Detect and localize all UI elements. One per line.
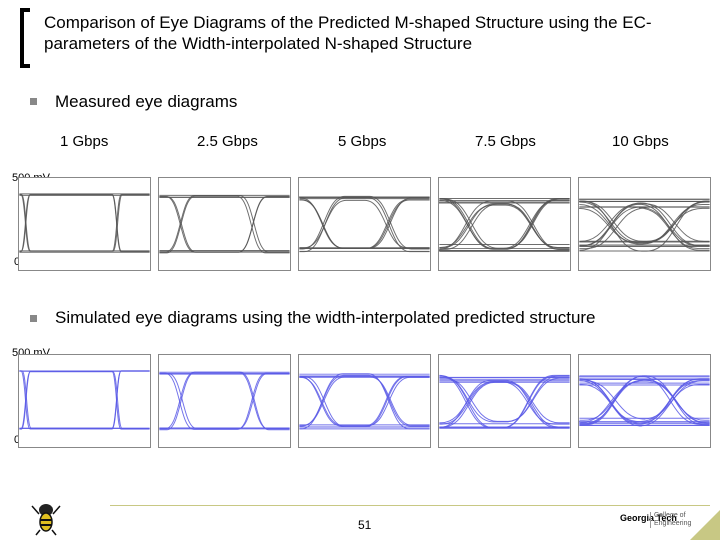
eye-trace <box>579 206 710 247</box>
eye-trace <box>579 207 710 250</box>
rate-label-4: 7.5 Gbps <box>475 133 536 150</box>
eye-trace <box>159 372 290 430</box>
eye-svg-m4 <box>439 197 570 252</box>
eye-trace <box>19 194 150 252</box>
eye-measured-2 <box>158 177 291 271</box>
yellow-jacket-mascot-icon <box>31 504 61 536</box>
eye-trace <box>579 378 710 425</box>
rate-label-5: 10 Gbps <box>612 133 669 150</box>
slide-title: Comparison of Eye Diagrams of the Predic… <box>44 13 652 53</box>
eye-svg-m3 <box>299 195 430 253</box>
eye-trace <box>19 193 150 252</box>
eye-trace <box>439 197 570 250</box>
eye-trace <box>439 198 570 250</box>
eye-trace <box>159 196 290 253</box>
eye-trace <box>439 200 570 250</box>
eye-trace <box>19 370 150 430</box>
eye-measured-5 <box>578 177 711 271</box>
eye-measured-4 <box>438 177 571 271</box>
eye-trace <box>299 197 430 253</box>
eye-trace <box>19 194 150 253</box>
eye-measured-1 <box>18 177 151 271</box>
eye-trace <box>579 202 710 247</box>
eye-trace <box>159 371 290 431</box>
eye-simulated-3 <box>298 354 431 448</box>
page-number: 51 <box>358 518 372 532</box>
eye-trace <box>299 199 430 250</box>
eye-trace <box>299 376 430 427</box>
eye-simulated-4 <box>438 354 571 448</box>
eye-trace <box>159 195 290 254</box>
eye-trace <box>579 204 710 245</box>
eye-trace <box>159 373 290 430</box>
georgia-tech-logo: Georgia Tech College of Engineering <box>620 510 712 538</box>
eye-svg-s2 <box>159 371 290 431</box>
eye-trace <box>299 374 430 427</box>
eye-trace <box>439 381 570 425</box>
eye-trace <box>579 383 710 427</box>
eye-svg-m2 <box>159 194 290 254</box>
eye-trace <box>579 381 710 424</box>
eye-svg-m1 <box>19 193 150 253</box>
eye-trace <box>299 199 430 249</box>
bullet-simulated <box>30 315 37 322</box>
measured-heading: Measured eye diagrams <box>55 92 238 111</box>
rate-label-1: 1 Gbps <box>60 133 109 150</box>
footer-rule <box>110 505 710 506</box>
eye-trace <box>299 195 430 250</box>
eye-trace <box>439 204 570 248</box>
eye-trace <box>579 203 710 243</box>
eye-trace <box>159 196 290 253</box>
eye-simulated-1 <box>18 354 151 448</box>
eye-simulated-2 <box>158 354 291 448</box>
eye-svg-s1 <box>19 370 150 430</box>
eye-trace <box>439 198 570 249</box>
eye-trace <box>299 199 430 249</box>
logo-georgia-tech: Georgia Tech <box>620 513 677 523</box>
eye-trace <box>19 371 150 429</box>
rate-label-2: 2.5 Gbps <box>197 133 258 150</box>
eye-trace <box>159 195 290 253</box>
simulated-heading: Simulated eye diagrams using the width-i… <box>55 308 596 327</box>
rate-label-3: 5 Gbps <box>338 133 387 150</box>
eye-trace <box>19 370 150 430</box>
title-bracket <box>20 8 30 68</box>
eye-svg-s4 <box>439 374 570 429</box>
eye-svg-m5 <box>579 198 710 252</box>
eye-measured-3 <box>298 177 431 271</box>
bullet-measured <box>30 98 37 105</box>
eye-trace <box>19 193 150 252</box>
eye-trace <box>299 376 430 426</box>
eye-simulated-5 <box>578 354 711 448</box>
eye-trace <box>299 373 430 430</box>
eye-trace <box>299 376 430 428</box>
eye-svg-s5 <box>579 375 710 427</box>
logo-college: College of Engineering <box>650 512 712 528</box>
eye-trace <box>579 207 710 244</box>
eye-trace <box>579 380 710 420</box>
eye-trace <box>299 197 430 249</box>
eye-trace <box>439 375 570 423</box>
eye-trace <box>299 375 430 427</box>
eye-trace <box>19 370 150 429</box>
eye-svg-s3 <box>299 373 430 430</box>
eye-trace <box>159 371 290 430</box>
corner-triangle <box>690 510 720 540</box>
